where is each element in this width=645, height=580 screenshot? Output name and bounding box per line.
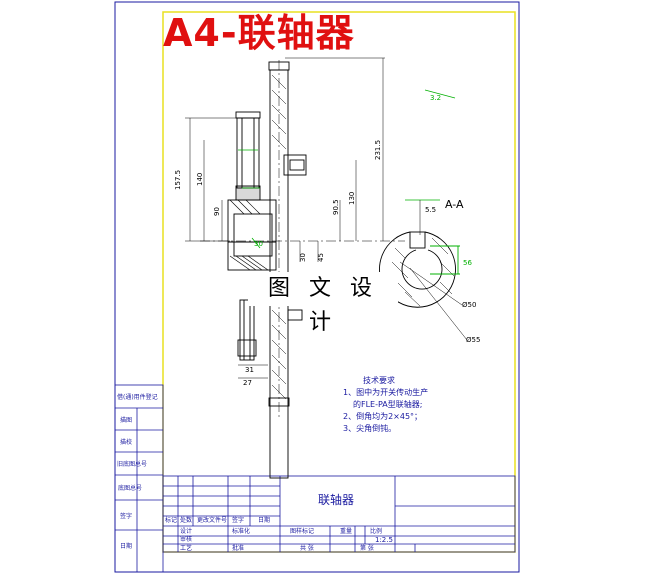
left-coupling-part: [227, 61, 307, 479]
section-dim-5-5: 5.5: [425, 206, 436, 214]
bottom-label-2: 更改文件号: [197, 516, 227, 524]
left-col-0: 借(通)用件登记: [117, 393, 158, 401]
left-col-5: 签字: [120, 512, 132, 520]
section-dim-d50: Ø50: [462, 301, 476, 309]
green-dimension-marks: [238, 89, 456, 249]
bottom-label-5: 设计: [180, 527, 192, 535]
sheets-current: 第 张: [360, 544, 374, 552]
technical-requirements: 技术要求 1、图中为开关传动生产 的FLE-PA型联轴器; 2、倒角均为2×45…: [343, 375, 428, 435]
scale: 1:2.5: [375, 536, 393, 544]
bottom-label-1: 处数: [180, 516, 192, 524]
header-scale: 比例: [370, 527, 382, 535]
dim-90: 90: [213, 207, 221, 216]
left-col-3: 旧底图总号: [117, 460, 147, 468]
part-name: 联轴器: [318, 492, 354, 507]
bottom-label-7: 工艺: [180, 544, 192, 552]
dim-27: 27: [243, 379, 252, 387]
header-mark: 图样标记: [290, 527, 314, 535]
left-col-1: 描图: [120, 416, 132, 424]
dim-90-5: 90.5: [332, 199, 340, 215]
dim-misc-30: 30: [254, 240, 263, 248]
bottom-label-3: 签字: [232, 516, 244, 524]
bottom-label-0: 标记: [165, 516, 177, 524]
notes-item-1b: 的FLE-PA型联轴器;: [353, 400, 423, 409]
dim-45: 45: [317, 253, 325, 262]
dim-140: 140: [196, 173, 204, 186]
left-col-6: 日期: [120, 542, 132, 550]
left-col-2: 描校: [120, 438, 132, 446]
section-label: A-A: [445, 198, 464, 211]
bottom-label-4: 日期: [258, 516, 270, 524]
centerlines: [200, 60, 405, 420]
sheets-total: 共 张: [300, 544, 314, 552]
header-weight: 重量: [340, 527, 352, 535]
dim-30: 30: [299, 253, 307, 262]
title-block-texts: 联轴器 1:2.5 图样标记 重量 比例 共 张 第 张 借(通)用件登记 描图…: [117, 393, 393, 552]
watermark-text: 图 文 设 计: [248, 272, 398, 335]
dim-231-5: 231.5: [374, 140, 382, 160]
dim-31: 31: [245, 366, 254, 374]
dimension-texts: 157.5 140 90 231.5 130 90.5 30 45 31 27 …: [174, 94, 480, 387]
notes-item-2: 2、倒角均为2×45°；: [343, 412, 423, 421]
title-block: [162, 475, 516, 553]
section-a-a: [379, 200, 468, 341]
dim-130: 130: [348, 192, 356, 205]
bottom-label-9: 批准: [232, 544, 244, 552]
left-col-4: 底图总号: [118, 484, 142, 492]
notes-item-1: 1、图中为开关传动生产: [343, 388, 429, 397]
dim-157-5: 157.5: [174, 170, 182, 190]
section-dim-56: 56: [463, 259, 472, 267]
notes-title: 技术要求: [363, 376, 395, 385]
section-dim-d55: Ø55: [466, 336, 480, 344]
outer-border: [114, 1, 520, 573]
notes-item-3: 3、尖角倒钝。: [343, 424, 397, 433]
dim-misc-3-2: 3.2: [430, 94, 441, 102]
bottom-label-6: 审核: [180, 535, 192, 543]
dimension-lines: [185, 57, 385, 379]
drawing-title-banner: A4-联轴器: [163, 11, 355, 55]
bottom-label-8: 标准化: [232, 527, 250, 535]
